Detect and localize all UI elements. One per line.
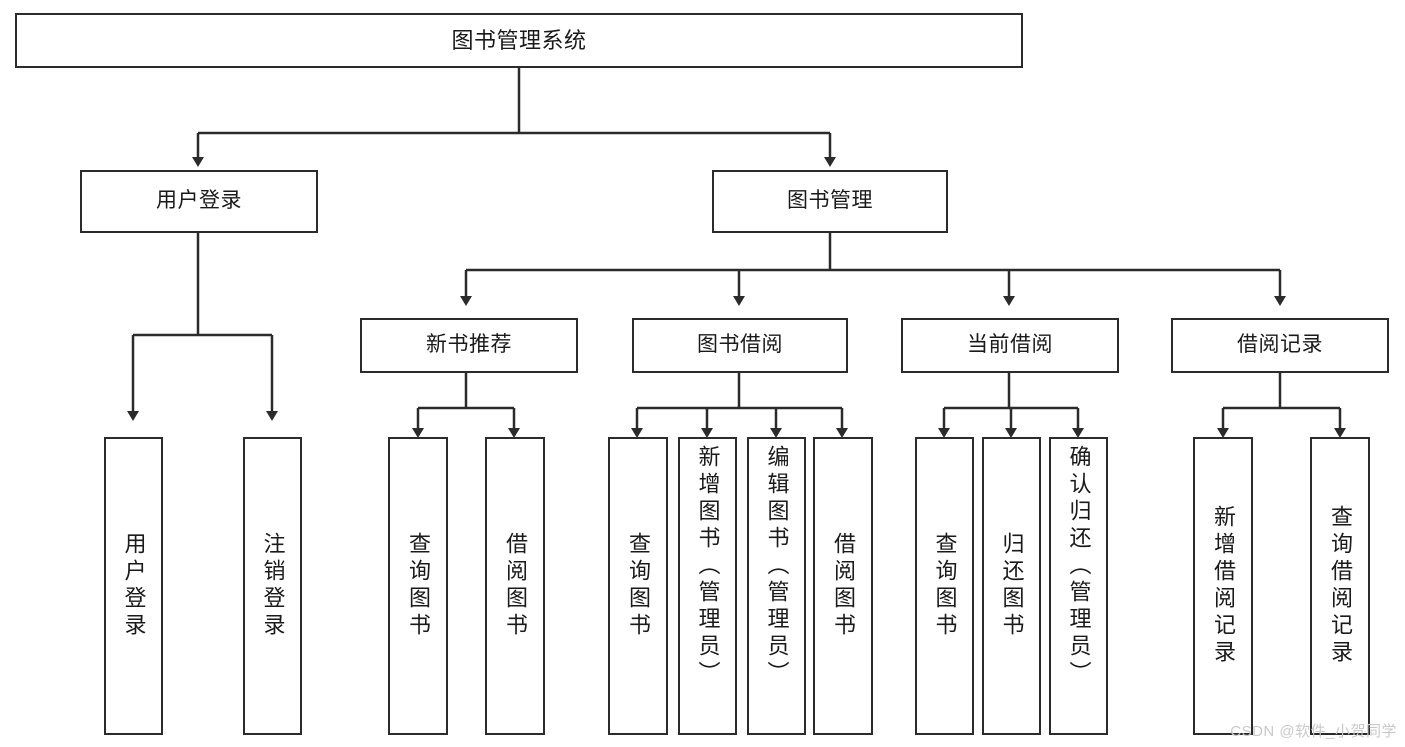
node-label: 当前借阅	[967, 333, 1053, 357]
node-label: 查询图书	[932, 532, 958, 640]
leaf-book-borrow-query-book[interactable]: 查询图书	[608, 437, 668, 735]
node-root-system[interactable]: 图书管理系统	[15, 13, 1023, 68]
node-label: 借阅图书	[503, 532, 528, 640]
leaf-current-borrow-confirm-return-admin[interactable]: 确认归还（管理员）	[1049, 437, 1108, 735]
node-current-borrow[interactable]: 当前借阅	[901, 318, 1119, 373]
node-label: 图书借阅	[697, 333, 783, 357]
node-user-login[interactable]: 用户登录	[80, 170, 318, 233]
node-label: 图书管理系统	[451, 27, 587, 53]
node-label: 编辑图书（管理员）	[764, 445, 790, 688]
leaf-current-borrow-query-book[interactable]: 查询图书	[915, 437, 974, 735]
watermark-text: CSDN @软件_小贺同学	[1230, 723, 1397, 740]
node-book-borrow[interactable]: 图书借阅	[632, 318, 848, 373]
leaf-book-borrow-add-book-admin[interactable]: 新增图书（管理员）	[678, 437, 737, 735]
node-label: 确认归还（管理员）	[1066, 445, 1092, 688]
node-label: 新增借阅记录	[1211, 505, 1236, 667]
node-label: 归还图书	[999, 532, 1025, 640]
leaf-user-login-login[interactable]: 用户登录	[104, 437, 163, 735]
leaf-borrow-record-query-record[interactable]: 查询借阅记录	[1310, 437, 1370, 735]
node-label: 新书推荐	[426, 333, 512, 357]
node-label: 借阅记录	[1237, 333, 1323, 357]
node-borrow-record[interactable]: 借阅记录	[1171, 318, 1389, 373]
node-label: 查询图书	[626, 532, 651, 640]
node-label: 用户登录	[121, 532, 147, 640]
node-book-management[interactable]: 图书管理	[712, 170, 948, 233]
node-label: 借阅图书	[831, 532, 856, 640]
leaf-new-book-query-book[interactable]: 查询图书	[388, 437, 448, 735]
node-label: 注销登录	[260, 532, 286, 640]
leaf-book-borrow-borrow-book[interactable]: 借阅图书	[813, 437, 873, 735]
node-label: 查询图书	[406, 532, 431, 640]
leaf-book-borrow-edit-book-admin[interactable]: 编辑图书（管理员）	[747, 437, 806, 735]
node-label: 用户登录	[156, 189, 242, 213]
node-label: 查询借阅记录	[1328, 505, 1353, 667]
node-new-book-recommend[interactable]: 新书推荐	[360, 318, 578, 373]
node-label: 新增图书（管理员）	[695, 445, 721, 688]
node-label: 图书管理	[787, 189, 873, 213]
leaf-current-borrow-return-book[interactable]: 归还图书	[982, 437, 1041, 735]
leaf-new-book-borrow-book[interactable]: 借阅图书	[485, 437, 545, 735]
leaf-borrow-record-add-record[interactable]: 新增借阅记录	[1193, 437, 1253, 735]
leaf-user-login-logout[interactable]: 注销登录	[243, 437, 302, 735]
